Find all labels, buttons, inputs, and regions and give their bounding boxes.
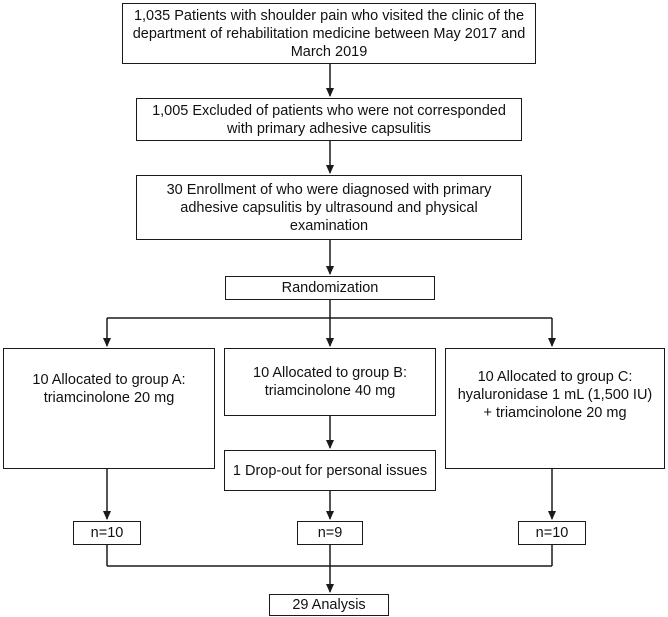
n-group-c-box: n=10: [518, 521, 586, 545]
group-b-text: 10 Allocated to group B: triamcinolone 4…: [253, 365, 407, 399]
enrollment-box: 30 Enrollment of who were diagnosed with…: [136, 175, 522, 240]
screening-box: 1,035 Patients with shoulder pain who vi…: [122, 3, 536, 64]
analysis-box: 29 Analysis: [269, 594, 389, 616]
analysis-text: 29 Analysis: [292, 597, 366, 613]
n-group-b-text: n=9: [317, 525, 343, 541]
n-group-c-text: n=10: [535, 525, 569, 541]
excluded-box: 1,005 Excluded of patients who were not …: [136, 98, 522, 141]
randomization-box: Randomization: [225, 276, 435, 300]
group-a-text: 10 Allocated to group A: triamcinolone 2…: [32, 371, 186, 406]
excluded-text: 1,005 Excluded of patients who were not …: [152, 102, 506, 137]
group-c-box: 10 Allocated to group C: hyaluronidase 1…: [445, 348, 665, 469]
dropout-text: 1 Drop-out for personal issues: [232, 462, 428, 479]
enrollment-text: 30 Enrollment of who were diagnosed with…: [166, 181, 492, 234]
n-group-a-text: n=10: [90, 525, 124, 541]
randomization-text: Randomization: [281, 280, 379, 296]
n-group-b-box: n=9: [297, 521, 363, 545]
n-group-a-box: n=10: [73, 521, 141, 545]
dropout-box: 1 Drop-out for personal issues: [224, 450, 436, 491]
group-c-text: 10 Allocated to group C: hyaluronidase 1…: [457, 368, 653, 421]
group-a-box: 10 Allocated to group A: triamcinolone 2…: [3, 348, 215, 469]
screening-text: 1,035 Patients with shoulder pain who vi…: [132, 7, 526, 60]
group-b-box: 10 Allocated to group B: triamcinolone 4…: [224, 348, 436, 416]
